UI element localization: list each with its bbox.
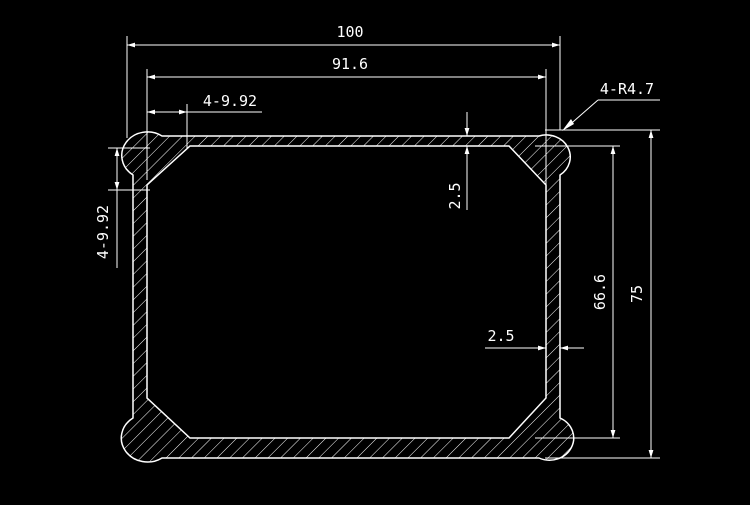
dim-text-top-wall: 2.5: [446, 182, 464, 209]
dim-text-100: 100: [336, 23, 363, 41]
arrow-radius: [562, 119, 574, 131]
dim-text-75: 75: [628, 285, 646, 303]
dim-text-side-wall: 2.5: [487, 327, 514, 345]
dim-text-chamfer-h: 4-9.92: [203, 92, 257, 110]
dim-text-chamfer-v: 4-9.92: [94, 205, 112, 259]
dim-text-radius: 4-R4.7: [600, 80, 654, 98]
extension-lines: [108, 36, 660, 459]
dim-text-66-6: 66.6: [591, 274, 609, 310]
profile-wall: [120, 131, 575, 463]
dimension-lines: [114, 42, 660, 458]
dim-text-91-6: 91.6: [332, 55, 368, 73]
